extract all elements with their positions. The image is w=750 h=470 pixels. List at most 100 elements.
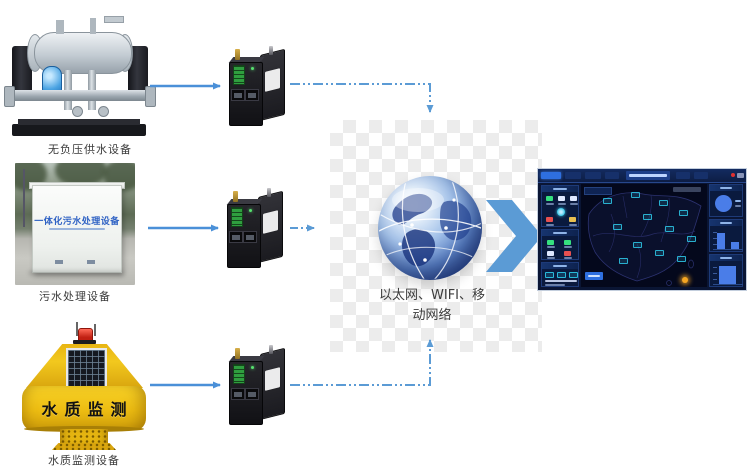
tank-fitting [90, 18, 96, 34]
alert-indicator [731, 173, 735, 177]
pump-motor-right [128, 46, 148, 100]
dashboard-tab [541, 172, 561, 179]
network-caption-line1: 以太网、WIFI、移 [379, 288, 485, 303]
water-quality-buoy-photo: 水质监测 [18, 322, 150, 452]
filter-chip [569, 272, 578, 278]
antenna-connector-icon [269, 46, 273, 55]
map-zoom-control [673, 187, 701, 192]
bar [717, 233, 725, 249]
buoy-text: 水质监测 [41, 400, 134, 419]
pump-base-lip [18, 119, 140, 125]
dashboard-tab [565, 172, 581, 179]
pipe-flange-left [4, 86, 15, 107]
stat-value [569, 217, 576, 222]
map-site-marker [613, 224, 622, 230]
device-3-label: 水质监测设备 [48, 454, 120, 467]
buoy-antenna [76, 322, 78, 336]
map-site-marker [603, 198, 612, 204]
ethernet-port [229, 231, 243, 243]
buoy-drum: 水质监测 [22, 386, 146, 430]
container-marking [55, 260, 63, 264]
buoy-pedestal [60, 429, 108, 444]
network-caption-line2: 动网络 [412, 308, 452, 324]
tank-fitting [56, 20, 64, 34]
y-tick [713, 273, 717, 274]
user-menu-block [737, 173, 744, 178]
antenna-connector-icon [235, 348, 240, 359]
chart-panel-bars [709, 219, 743, 252]
x-axis [713, 284, 743, 285]
stat-label [547, 257, 555, 259]
stat-label [564, 257, 572, 259]
stat-value [570, 196, 577, 201]
stat-label [569, 224, 577, 226]
status-led [249, 209, 252, 212]
stat-value [546, 217, 553, 222]
map-alert-marker [682, 277, 688, 283]
buoy-flare [52, 443, 116, 450]
water-supply-device-photo [4, 6, 156, 140]
y-tick [713, 267, 717, 268]
stat-value [547, 240, 554, 245]
panel-header [710, 185, 742, 191]
dashed-arrow-router3-to-network [290, 339, 434, 386]
dashboard-tab [605, 172, 619, 179]
internet-globe-icon [378, 176, 482, 280]
dashboard-tab [676, 172, 690, 179]
globe-detail [379, 177, 481, 279]
antenna-connector-icon [267, 188, 271, 197]
tank-flange [104, 16, 124, 23]
stat-value [564, 251, 571, 256]
map-region-select [584, 187, 612, 195]
map-site-marker [619, 258, 628, 264]
cellular-gateway-1 [227, 46, 289, 130]
chart-panel-bar-single [709, 254, 743, 287]
filter-chip [557, 272, 566, 278]
stat-label [564, 246, 572, 248]
antenna-connector-icon [269, 345, 273, 354]
dashboard-title [626, 171, 670, 180]
status-led [251, 366, 254, 369]
valve [98, 106, 109, 117]
stat-label [558, 203, 566, 205]
pole [23, 169, 25, 227]
terminal-block [231, 207, 243, 227]
y-tick [713, 279, 717, 280]
terminal-block [233, 65, 245, 85]
dashboard-tab [585, 172, 601, 179]
treatment-container: 一体化污水处理设备 [32, 185, 122, 273]
pump-base [12, 124, 146, 136]
cellular-gateway-3 [227, 345, 289, 429]
stats-panel-1 [541, 185, 579, 227]
stat-value [558, 196, 565, 201]
stat-value [546, 196, 553, 201]
china-map [581, 184, 707, 287]
bar [719, 266, 736, 284]
y-tick [713, 238, 717, 239]
stats-panel-3 [541, 262, 579, 287]
filter-chip [545, 272, 554, 278]
gauge-icon [557, 208, 565, 216]
map-site-marker [643, 214, 652, 220]
map-site-marker [631, 192, 640, 198]
legend-item [735, 200, 741, 202]
device-1-label: 无负压供水设备 [48, 143, 132, 156]
ethernet-port [231, 388, 245, 400]
x-axis [713, 249, 743, 250]
antenna-connector-icon [233, 191, 238, 202]
valve [72, 106, 83, 117]
list-row [545, 284, 565, 286]
chevron-arrow-icon [486, 200, 542, 272]
panel-header [542, 230, 578, 236]
donut-chart [715, 195, 732, 212]
panel-header [710, 255, 742, 261]
dashboard-navbar [538, 169, 746, 183]
y-tick [713, 244, 717, 245]
bar [731, 242, 739, 249]
container-marking [87, 260, 95, 264]
stat-label [547, 246, 555, 248]
list-row [545, 280, 577, 282]
terminal-block [233, 364, 245, 384]
